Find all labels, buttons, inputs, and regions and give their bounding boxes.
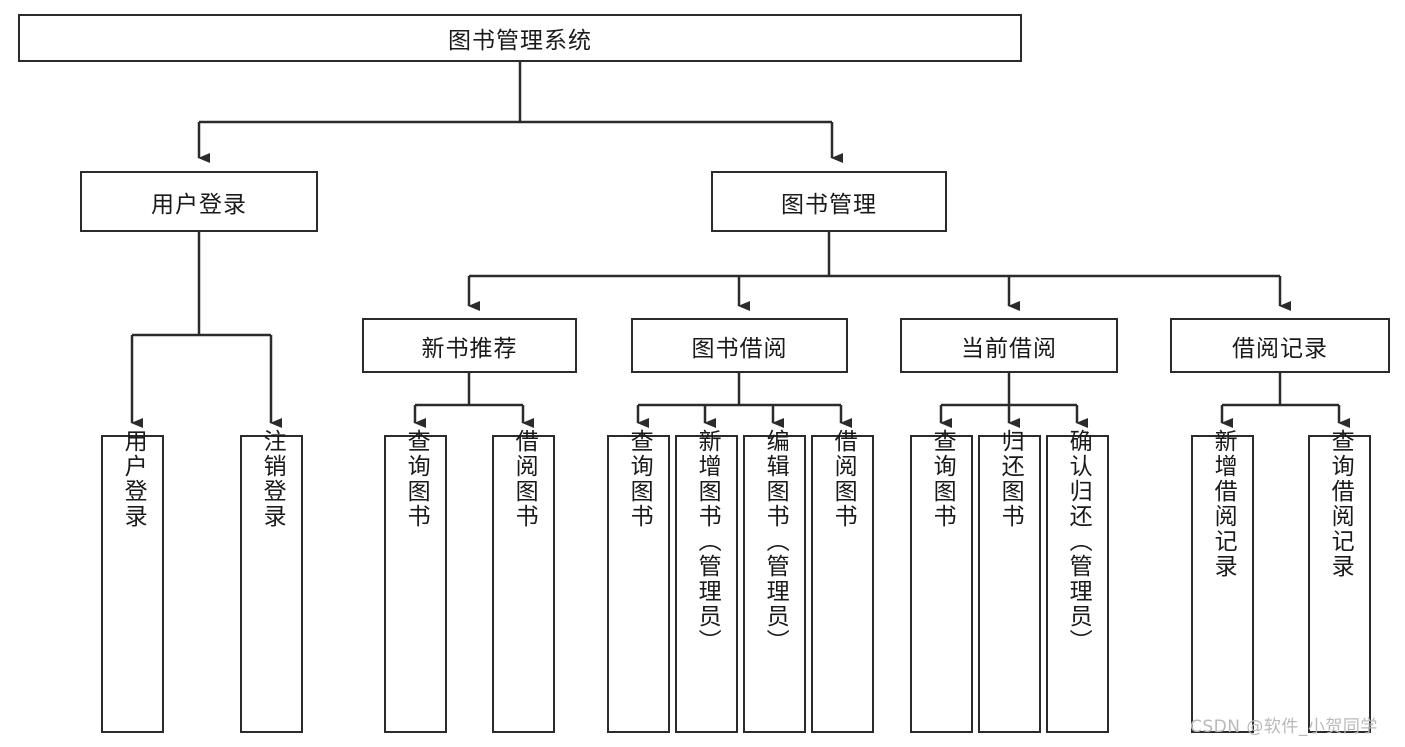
leaf-query-book-borrow[interactable]: 查询图书 [607,429,670,733]
node-book-management[interactable]: 图书管理 [711,171,947,232]
node-root-label: 图书管理系统 [448,28,592,54]
leaf-query-borrow-record-label: 查询借阅记录 [1327,429,1354,579]
node-current-borrow-label: 当前借阅 [961,335,1057,362]
leaf-borrow-book-recommend[interactable]: 借阅图书 [492,429,555,733]
leaf-return-book[interactable]: 归还图书 [978,429,1041,733]
leaf-query-book-current[interactable]: 查询图书 [910,429,973,733]
leaf-query-book-borrow-label: 查询图书 [626,429,653,529]
leaf-add-book-admin-label: 新增图书（管理员） [694,429,721,654]
node-user-login[interactable]: 用户登录 [80,171,318,232]
leaf-user-login[interactable]: 用户登录 [101,429,164,733]
node-book-borrow-label: 图书借阅 [691,335,788,362]
leaf-logout[interactable]: 注销登录 [240,429,303,733]
leaf-user-login-label: 用户登录 [120,429,147,529]
node-new-book-recommend-label: 新书推荐 [421,335,518,362]
node-book-management-label: 图书管理 [781,191,877,218]
node-root[interactable]: 图书管理系统 [18,14,1022,62]
leaf-borrow-book-label: 借阅图书 [830,429,857,529]
leaf-query-book-current-label: 查询图书 [929,429,956,529]
node-borrow-record-label: 借阅记录 [1232,335,1328,362]
leaf-query-book-recommend[interactable]: 查询图书 [384,429,447,733]
leaf-query-book-recommend-label: 查询图书 [403,429,430,529]
node-user-login-label: 用户登录 [151,191,247,218]
leaf-logout-label: 注销登录 [259,429,286,529]
leaf-add-book-admin[interactable]: 新增图书（管理员） [675,429,738,733]
leaf-edit-book-admin[interactable]: 编辑图书（管理员） [743,429,806,733]
leaf-borrow-book[interactable]: 借阅图书 [811,429,874,733]
node-borrow-record[interactable]: 借阅记录 [1170,318,1390,373]
leaf-edit-book-admin-label: 编辑图书（管理员） [762,429,789,654]
leaf-query-borrow-record[interactable]: 查询借阅记录 [1308,429,1371,733]
node-book-borrow[interactable]: 图书借阅 [631,318,848,373]
node-new-book-recommend[interactable]: 新书推荐 [362,318,577,373]
leaf-add-borrow-record-label: 新增借阅记录 [1210,429,1237,579]
leaf-confirm-return-admin-label: 确认归还（管理员） [1065,429,1092,654]
leaf-add-borrow-record[interactable]: 新增借阅记录 [1191,429,1254,733]
leaf-confirm-return-admin[interactable]: 确认归还（管理员） [1046,429,1109,733]
leaf-return-book-label: 归还图书 [997,429,1024,529]
watermark: CSDN @软件_小贺同学 [1190,717,1378,737]
leaf-borrow-book-recommend-label: 借阅图书 [511,429,538,529]
node-current-borrow[interactable]: 当前借阅 [900,318,1118,373]
